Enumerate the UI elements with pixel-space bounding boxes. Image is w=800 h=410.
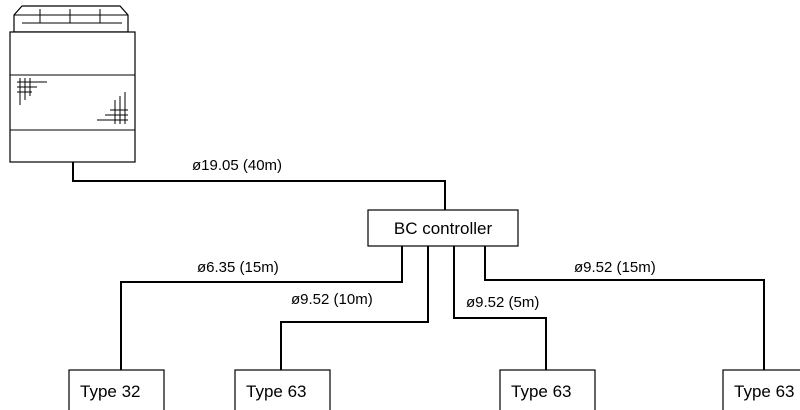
branch-pipe-3 [453,246,547,370]
branch-pipe-label-1: ø6.35 (15m) [197,259,279,276]
indoor-unit-label-4: Type 63 [734,382,795,401]
indoor-unit-4: Type 63 [722,369,800,410]
indoor-unit-label-3: Type 63 [511,382,572,401]
grille-icon-left [17,78,47,105]
indoor-unit-3: Type 63 [499,369,596,410]
outdoor-unit [9,5,136,163]
branch-pipe-label-3: ø9.52 (5m) [466,294,539,311]
bc-controller-label: BC controller [394,219,493,238]
branch-pipe-1 [120,246,403,370]
branch-pipe-4 [484,246,765,370]
outdoor-unit-top [13,5,129,33]
grille-icon-right [97,92,128,124]
outdoor-unit-body [9,31,136,163]
branch-pipe-label-4: ø9.52 (15m) [574,259,656,276]
branch-pipe-2 [280,246,429,370]
bc-controller: BC controller [367,209,519,247]
branch-pipe-label-2: ø9.52 (10m) [291,291,373,308]
indoor-unit-1: Type 32 [68,369,165,410]
indoor-unit-label-2: Type 63 [246,382,307,401]
indoor-unit-label-1: Type 32 [80,382,141,401]
indoor-unit-2: Type 63 [234,369,331,410]
main-pipe-label: ø19.05 (40m) [192,157,282,174]
main-pipe [72,162,446,210]
